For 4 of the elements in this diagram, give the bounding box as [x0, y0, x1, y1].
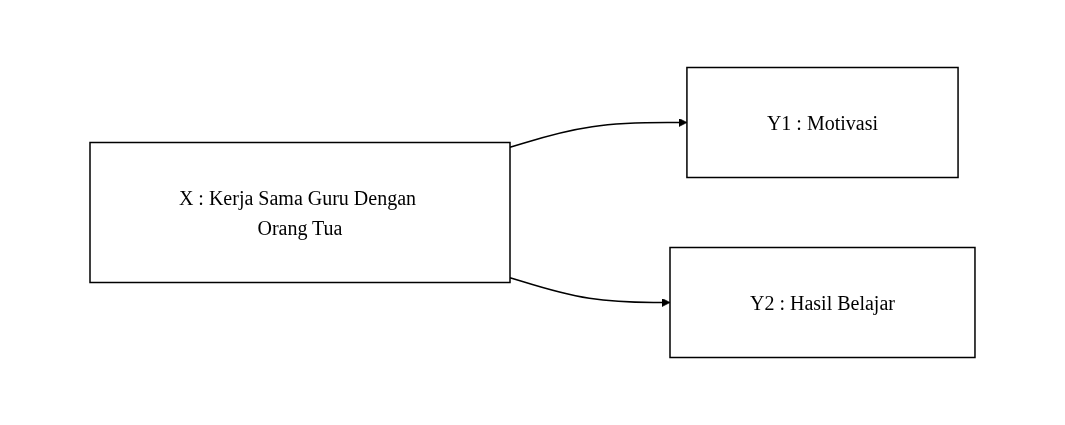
node-box: Y2 : Hasil Belajar [669, 246, 976, 359]
node-box: X : Kerja Sama Guru Dengan Orang Tua [89, 141, 511, 284]
node-box: Y1 : Motivasi [686, 66, 959, 179]
arrow [509, 276, 671, 307]
